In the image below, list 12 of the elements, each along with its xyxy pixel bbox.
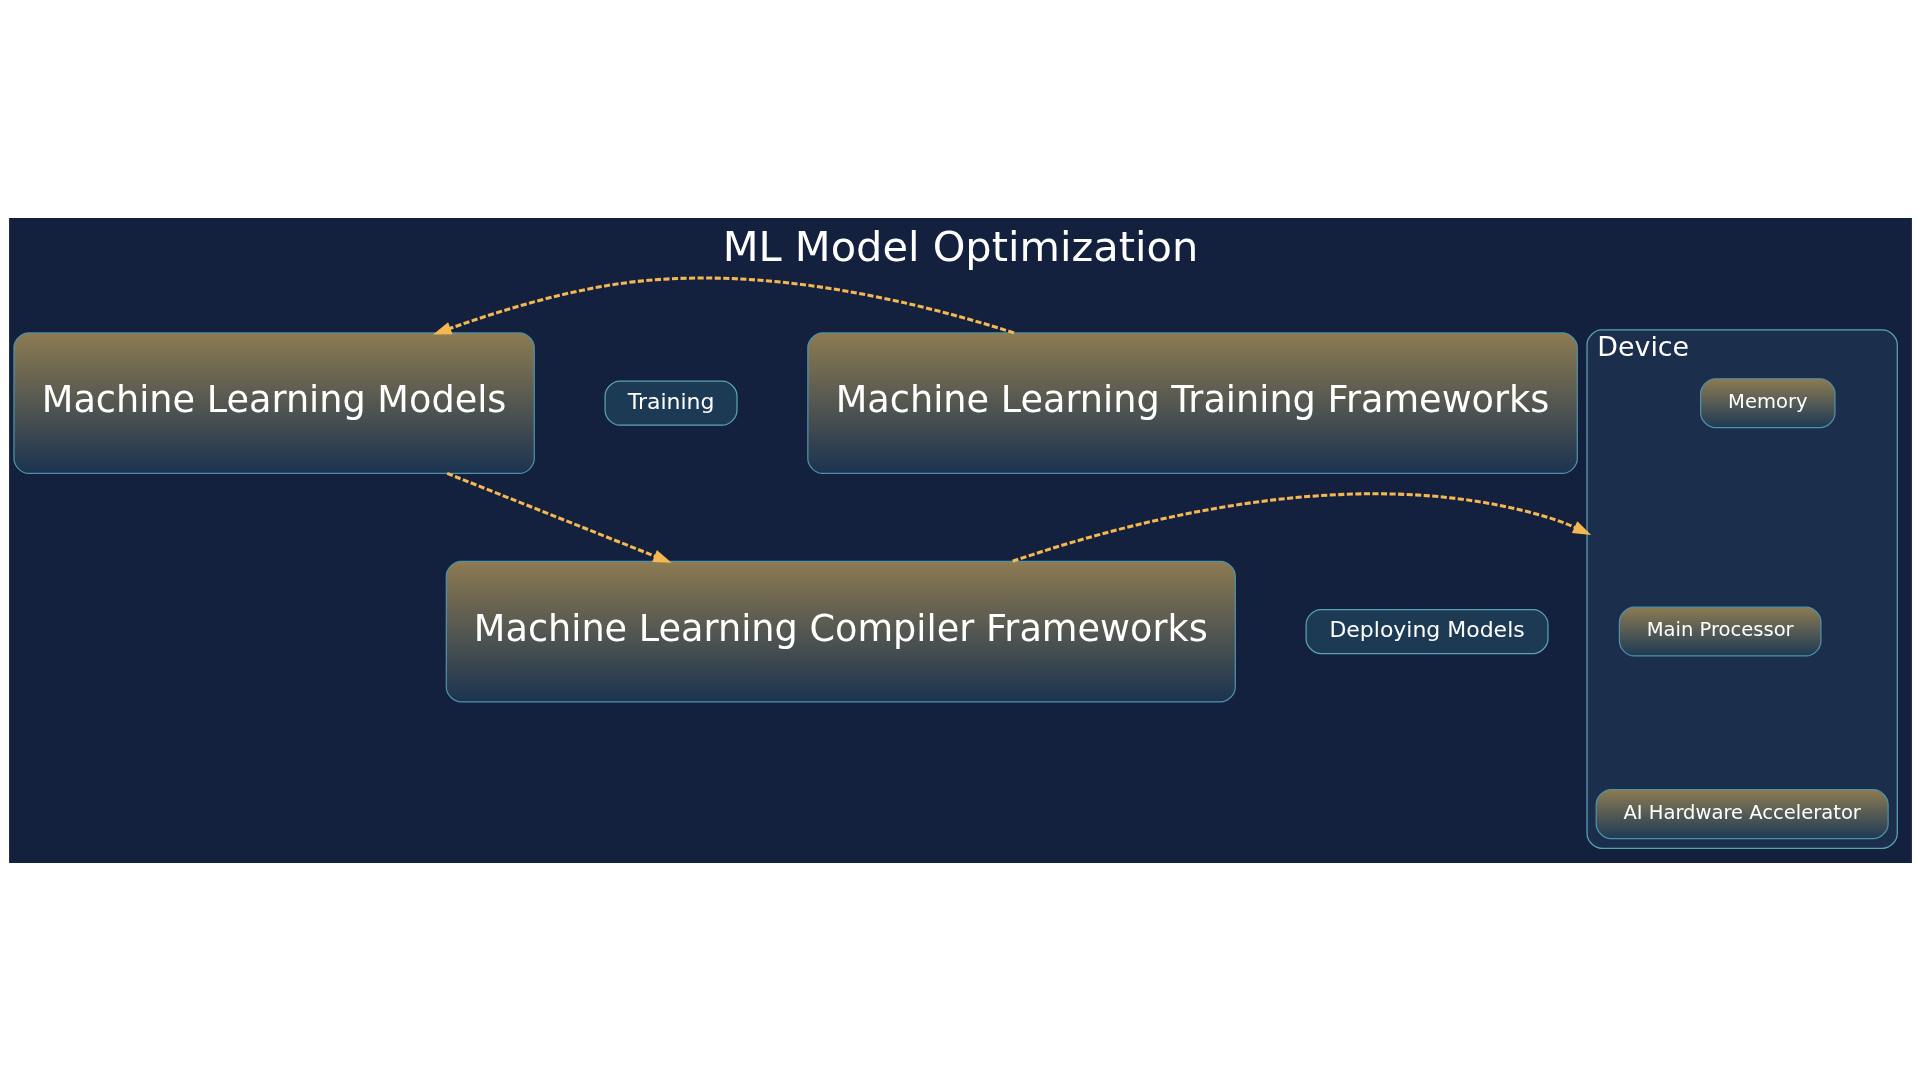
node-box: Main Processor <box>1618 606 1822 657</box>
arrow <box>446 471 672 563</box>
node-box: Memory <box>1699 377 1836 428</box>
node-box: Machine Learning Compiler Frameworks <box>445 560 1236 702</box>
arrow <box>1011 491 1591 563</box>
node-box: AI Hardware Accelerator <box>1595 788 1889 839</box>
diagram-title: ML Model Optimization <box>722 221 1198 271</box>
node-box: Training <box>604 380 738 426</box>
node-box: Deploying Models <box>1305 608 1549 654</box>
arrow <box>432 276 1014 334</box>
node-box: Machine Learning Training Frameworks <box>806 331 1578 474</box>
node-box: Machine Learning Models <box>12 331 535 474</box>
